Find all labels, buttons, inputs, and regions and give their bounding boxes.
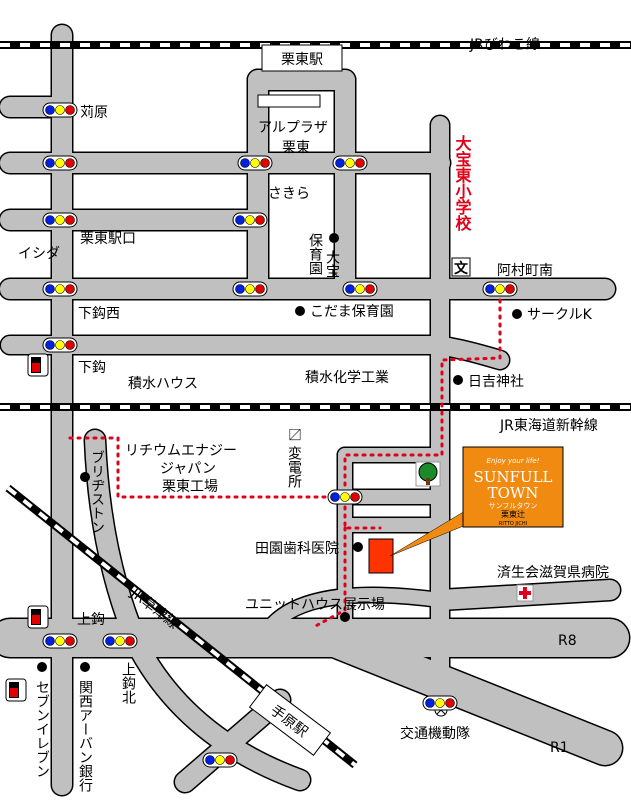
label-school: 大宝東小学校: [453, 134, 472, 232]
label-biwako-line: JRびわこ線: [469, 37, 540, 53]
svg-text:TOWN: TOWN: [488, 484, 539, 502]
rittou-station[interactable]: 栗東駅: [261, 44, 343, 72]
svg-text:SUNFULL: SUNFULL: [473, 468, 552, 486]
traffic-lights: [42, 102, 518, 768]
label-ishida: イシダ: [18, 246, 60, 262]
label-lithium-3: 栗東工場: [162, 479, 218, 495]
poi-marker: [295, 306, 305, 316]
traffic-light: [232, 281, 268, 297]
label-r1: R1: [550, 740, 569, 756]
traffic-light: [237, 155, 273, 171]
label-lithium: リチウムエナジー: [125, 443, 237, 459]
label-shimomagari-nishi: 下鈎西: [78, 306, 120, 322]
poi-marker: [353, 542, 363, 552]
label-kamimagari: 上鈎: [77, 612, 105, 628]
label-alplaza: アルプラザ: [258, 120, 328, 136]
traffic-light: [482, 281, 518, 297]
label-lithium-2: ジャパン: [160, 461, 216, 477]
traffic-light: [42, 281, 78, 297]
svg-text:栗東駅: 栗東駅: [281, 52, 323, 68]
traffic-light: [102, 633, 138, 649]
svg-text:栗東辻: 栗東辻: [501, 509, 525, 519]
label-police: 交通機動隊: [400, 725, 470, 742]
svg-text:文: 文: [454, 260, 469, 277]
label-alplaza-2: 栗東: [282, 140, 310, 156]
label-magarihara: 苅原: [80, 104, 108, 121]
svg-text:Enjoy your life!: Enjoy your life!: [487, 457, 540, 465]
label-sekisui-chem: 積水化学工業: [305, 370, 389, 386]
poi-marker: [329, 233, 339, 243]
traffic-light: [42, 337, 78, 353]
gas-station-icon: [5, 678, 27, 702]
route-path-south: [310, 526, 347, 630]
traffic-light: [42, 155, 78, 171]
route-path-west: [68, 436, 347, 499]
school-icon: [451, 257, 471, 277]
gas-stations: [5, 353, 49, 702]
traffic-light: [232, 212, 268, 228]
label-sakira: さきら: [268, 186, 310, 202]
label-amura: 阿村町南: [497, 263, 553, 279]
poi-marker: [453, 375, 463, 385]
route-path: [343, 290, 502, 530]
traffic-light: [332, 155, 368, 171]
label-shinkansen: JR東海道新幹線: [499, 417, 598, 434]
station-building: [257, 94, 321, 108]
traffic-light: [42, 212, 78, 228]
destination-marker[interactable]: [368, 538, 394, 574]
label-shimomagari: 下鈎: [78, 360, 106, 376]
traffic-light: [42, 102, 78, 118]
label-hiyoshi: 日吉神社: [468, 374, 524, 390]
label-seven-eleven: セブンイレブン: [34, 680, 50, 778]
label-r8: R8: [558, 633, 577, 649]
traffic-light: [422, 695, 458, 711]
label-substation: 変電所: [286, 445, 302, 488]
label-dental: 田園歯科医院: [255, 541, 339, 557]
label-rittou-eki-guchi: 栗東駅口: [80, 231, 136, 247]
sunfull-town-logo: Enjoy your life! SUNFULL TOWN サンフルタウン 栗東…: [462, 446, 564, 528]
gas-station-icon: [27, 353, 49, 377]
traffic-light: [202, 752, 238, 768]
traffic-light: [42, 633, 78, 649]
substation-icon: 〼: [288, 428, 302, 444]
label-sekisui-house: 積水ハウス: [128, 376, 198, 392]
label-circlek: サークルK: [527, 307, 593, 323]
poi-marker: [80, 662, 90, 672]
label-kansai-bank: 関西アーバン銀行: [77, 680, 93, 793]
tree-icon: [415, 461, 441, 487]
label-bridgestone: ブリヂストン: [89, 450, 105, 534]
label-daiho: 大宝: [324, 250, 340, 278]
label-kodama: こだま保育園: [310, 304, 394, 320]
poi-marker: [80, 472, 90, 482]
traffic-light: [327, 489, 363, 505]
label-hoikuen: 保育園: [307, 233, 323, 275]
label-unithouse: ユニットハウス展示場: [245, 597, 385, 613]
svg-text:RITTO JICHI: RITTO JICHI: [499, 521, 527, 527]
gas-station-icon: [27, 605, 49, 629]
poi-marker: [37, 662, 47, 672]
svg-text:サンフルタウン: サンフルタウン: [489, 501, 538, 510]
traffic-light: [342, 281, 378, 297]
label-kamimagari-kita: 上鈎北: [120, 662, 136, 705]
label-hospital: 済生会滋賀県病院: [497, 565, 609, 581]
poi-marker: [340, 612, 350, 622]
poi-marker: [512, 309, 522, 319]
hospital-icon: [516, 584, 534, 602]
